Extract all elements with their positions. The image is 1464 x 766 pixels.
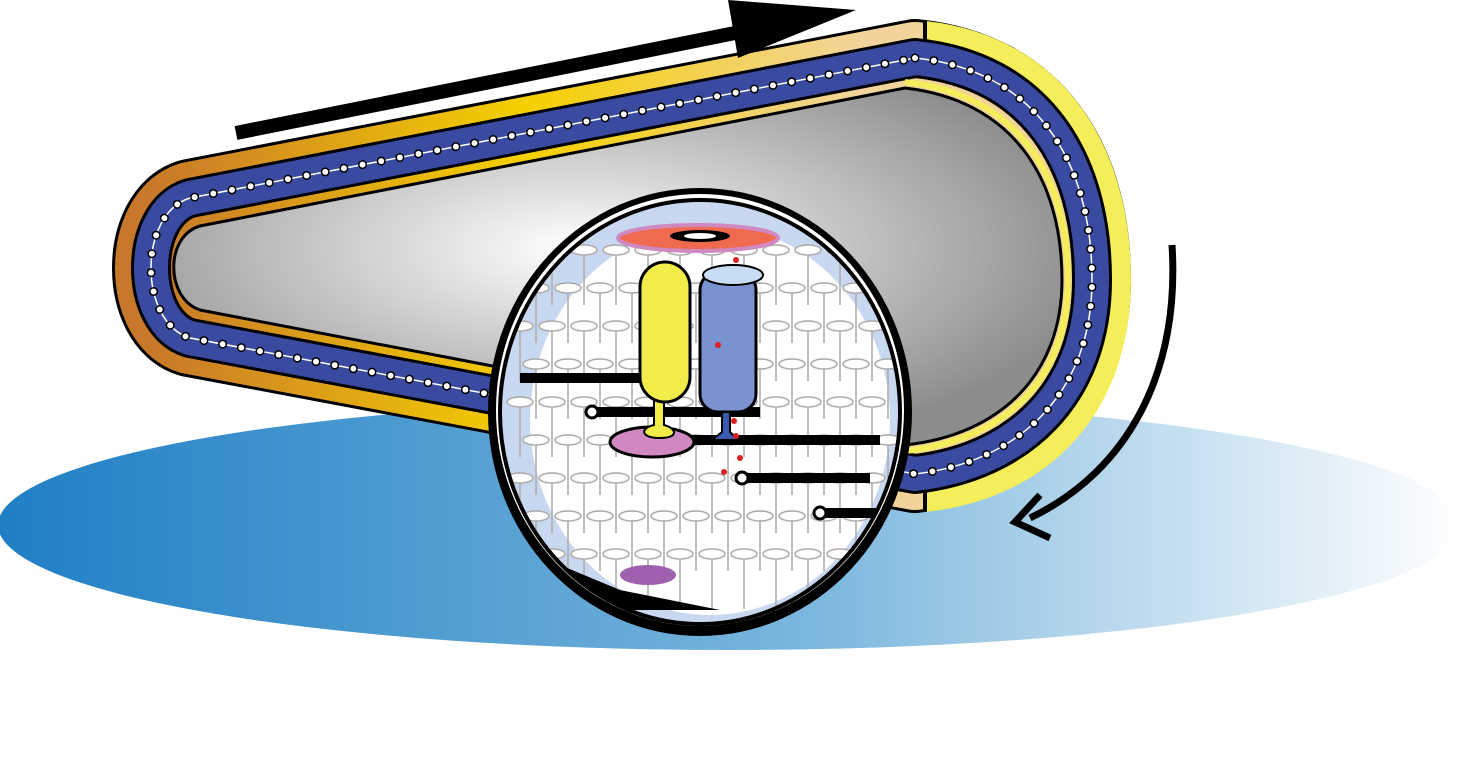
- lipid-head: [570, 472, 598, 484]
- lipid-head: [810, 358, 838, 370]
- lipid-head: [586, 358, 614, 370]
- lipid-head: [778, 282, 806, 294]
- lipid-head: [602, 396, 630, 408]
- lipid-head: [538, 396, 566, 408]
- lipid-head: [698, 548, 726, 560]
- lipid-head: [522, 434, 550, 446]
- lipid-head: [650, 510, 678, 522]
- lipid-head: [586, 510, 614, 522]
- lipid-head: [506, 396, 534, 408]
- lipid-head: [554, 510, 582, 522]
- lipid-head: [682, 510, 710, 522]
- lipid-head: [762, 244, 790, 256]
- lipid-head: [602, 320, 630, 332]
- lipid-head: [522, 358, 550, 370]
- lipid-head: [826, 320, 854, 332]
- transport-protein: [608, 223, 780, 475]
- lipid-head: [794, 320, 822, 332]
- lipid-head: [826, 396, 854, 408]
- lipid-head: [762, 320, 790, 332]
- lipid-head: [794, 396, 822, 408]
- lipid-head: [714, 510, 742, 522]
- lipid-head: [554, 434, 582, 446]
- lipid-head: [554, 358, 582, 370]
- lipid-head: [810, 282, 838, 294]
- ions: [715, 257, 743, 475]
- lipid-head: [538, 472, 566, 484]
- direction-arrow-top-icon: [234, 0, 856, 140]
- lipid-head: [586, 282, 614, 294]
- lipid-head: [602, 244, 630, 256]
- lipid-head: [554, 282, 582, 294]
- lipid-head: [698, 472, 726, 484]
- lipid-head: [842, 358, 870, 370]
- lipid-head: [666, 548, 694, 560]
- lipid-head: [730, 548, 758, 560]
- lipid-head: [602, 472, 630, 484]
- magnifier-lens-icon: [488, 188, 912, 636]
- lipid-head: [794, 548, 822, 560]
- lipid-head: [762, 548, 790, 560]
- lipid-head: [746, 510, 774, 522]
- lipid-head: [634, 548, 662, 560]
- lipid-head: [634, 472, 662, 484]
- lipid-head: [778, 358, 806, 370]
- yellow-subunit: [638, 260, 692, 404]
- lipid-head: [778, 510, 806, 522]
- lipid-head: [666, 472, 694, 484]
- lipid-head: [762, 396, 790, 408]
- lipid-head: [570, 396, 598, 408]
- filaments: [520, 373, 880, 518]
- lipid-head: [570, 548, 598, 560]
- lipid-head: [570, 320, 598, 332]
- lipid-head: [794, 244, 822, 256]
- lipid-head: [618, 510, 646, 522]
- lipid-head: [538, 320, 566, 332]
- lipid-head: [602, 548, 630, 560]
- lipid-head: [858, 396, 886, 408]
- blue-subunit: [698, 270, 758, 414]
- rotation-arrow-right-icon: [1009, 244, 1177, 542]
